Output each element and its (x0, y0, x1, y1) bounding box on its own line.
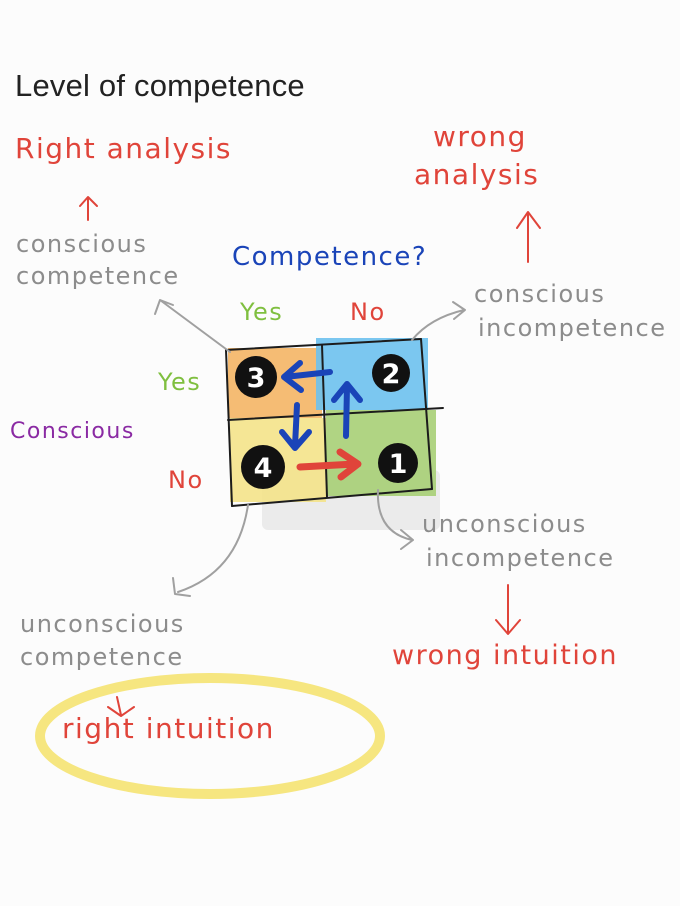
label-column-no: No (350, 298, 386, 326)
label-unconscious-incompetence-line1: unconscious (422, 510, 587, 538)
connector-unconscious-incompetence (376, 489, 414, 550)
red-arrow-4-to-1 (296, 448, 362, 481)
arrow-1-to-2 (331, 381, 363, 439)
label-unconscious-competence-line1: unconscious (20, 610, 185, 638)
badge-number-1: 1 (389, 449, 408, 480)
label-wrong-intuition: wrong intuition (392, 640, 618, 671)
label-wrong-analysis-line1: wrong (433, 120, 527, 153)
arrow-3-to-4 (279, 402, 312, 451)
connector-conscious-incompetence (411, 301, 466, 341)
label-conscious-incompetence-line1: conscious (474, 280, 606, 308)
matrix-grid (225, 338, 444, 507)
arrow-down-wrong-intuition (495, 584, 521, 635)
badge-number-2: 2 (382, 359, 401, 390)
label-column-yes: Yes (240, 298, 284, 326)
badge-number-4: 4 (254, 453, 273, 484)
label-wrong-analysis-line2: analysis (414, 158, 540, 191)
gray-connectors (154, 299, 466, 597)
arrow-down-right-intuition (107, 696, 135, 717)
arrow-up-wrong-analysis (516, 211, 541, 263)
label-conscious-axis: Conscious (10, 419, 135, 444)
label-conscious-competence-line1: conscious (16, 230, 148, 258)
label-right-intuition: right intuition (62, 712, 275, 745)
badge-3: 3 (235, 356, 277, 398)
page-title: Level of competence (15, 68, 305, 103)
blue-arrows (279, 360, 363, 451)
connector-unconscious-competence (172, 504, 249, 597)
connector-conscious-competence (154, 299, 231, 353)
label-conscious-competence-line2: competence (16, 262, 180, 290)
highlight-ellipse (35, 673, 385, 799)
label-conscious-incompetence-line2: incompetence (478, 314, 667, 342)
red-small-arrows (79, 196, 541, 717)
badge-2: 2 (372, 354, 410, 392)
badge-number-3: 3 (247, 363, 266, 394)
label-unconscious-competence-line2: competence (20, 643, 184, 671)
label-right-analysis: Right analysis (15, 132, 232, 165)
arrow-2-to-3 (281, 360, 333, 393)
arrow-up-right-analysis (79, 196, 98, 221)
label-row-yes: Yes (158, 368, 202, 396)
label-unconscious-incompetence-line2: incompetence (426, 544, 615, 572)
label-row-no: No (168, 466, 204, 494)
badge-1: 1 (378, 443, 418, 483)
label-competence-question: Competence? (232, 242, 428, 272)
badge-4: 4 (241, 445, 285, 489)
